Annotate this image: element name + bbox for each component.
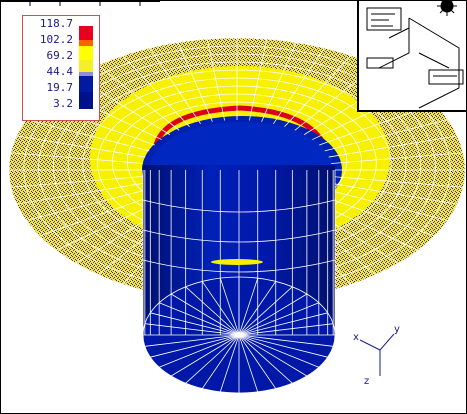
rim-highlight	[211, 259, 263, 265]
legend-value-4: 19.7	[46, 81, 74, 94]
inset-star-icon	[437, 0, 457, 16]
legend-value-0: 118.7	[39, 17, 73, 30]
axis-triad: x y z	[353, 324, 400, 387]
legend-value-3: 44.4	[46, 65, 74, 78]
inset-sketch	[366, 0, 464, 109]
end-cap-mesh	[142, 276, 336, 394]
triad-z-label: z	[364, 376, 369, 387]
legend-value-2: 69.2	[46, 49, 74, 62]
triad-x-label: x	[353, 332, 359, 343]
triad-y-label: y	[394, 324, 400, 335]
color-scale-legend: 118.7 102.2 69.2 44.4 19.7 3.2	[22, 15, 100, 121]
inset-isometric-drawing	[357, 0, 467, 112]
colorbar	[79, 26, 93, 109]
top-strip	[0, 0, 160, 6]
legend-value-1: 102.2	[39, 33, 73, 46]
legend-value-5: 3.2	[53, 97, 73, 110]
